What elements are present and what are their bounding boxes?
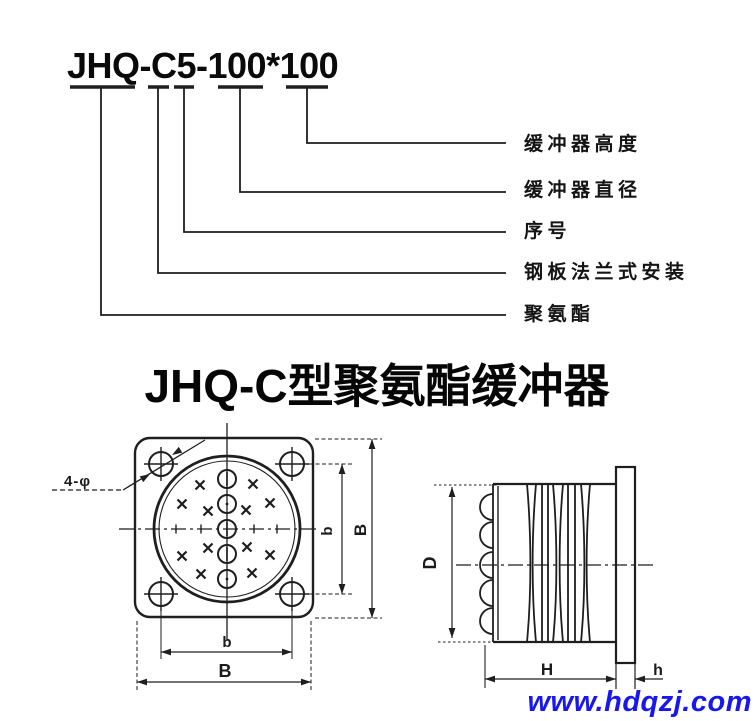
hole-callout-leader [52,439,206,491]
callout-line-polyurethane [100,88,506,316]
callout-label-serial-number: 序号 [524,221,572,242]
bolt-hole-crosshairs [144,447,309,611]
buffer-body-outline [493,482,616,644]
centerline-ticks [175,524,278,534]
side-view-drawing: D H h [420,465,663,689]
callout-line-diameter [239,88,506,193]
bolt-holes [144,447,309,611]
dim-h [635,675,663,683]
dim-D-label: D [420,557,440,570]
callout-line-serial [183,88,506,233]
callout-label-polyurethane: 聚氨酯 [524,304,595,325]
x-marks-pattern [176,478,276,580]
callout-line-height [306,88,506,144]
dim-B-vertical-label: B [351,524,370,536]
callout-label-buffer-diameter: 缓冲器直径 [524,180,642,201]
flange-extension-lines [615,663,636,689]
dim-H [484,645,616,688]
model-code-text: JHQ-C5-100*100 [67,45,339,86]
dim-b-horizontal [160,608,293,659]
dim-h-label: h [653,662,663,679]
callout-line-flange [157,88,506,274]
dim-D [434,484,497,643]
callout-label-flange-mount: 钢板法兰式安装 [524,262,689,283]
scallop-bumps [479,493,494,635]
dim-b-vertical-label: b [319,526,336,535]
page-title: JHQ-C型聚氨酯缓冲器 [144,360,610,412]
callout-label-buffer-height: 缓冲器高度 [524,134,642,155]
dim-B-horizontal [136,621,312,691]
dim-B-horizontal-label: B [219,661,232,681]
dim-H-label: H [541,660,553,679]
dim-B-vertical [315,438,382,619]
dim-b-horizontal-label: b [222,634,231,651]
hole-callout-label: 4-φ [64,473,91,490]
website-link[interactable]: www.hdqzj.com [527,686,752,718]
dim-b-vertical [309,463,352,595]
center-hole-column [217,469,237,589]
front-view-drawing: 4-φ b B [52,423,382,691]
mounting-plate-outline [133,436,315,619]
code-breakdown-diagram [70,85,506,316]
rib-grooves [526,483,591,643]
